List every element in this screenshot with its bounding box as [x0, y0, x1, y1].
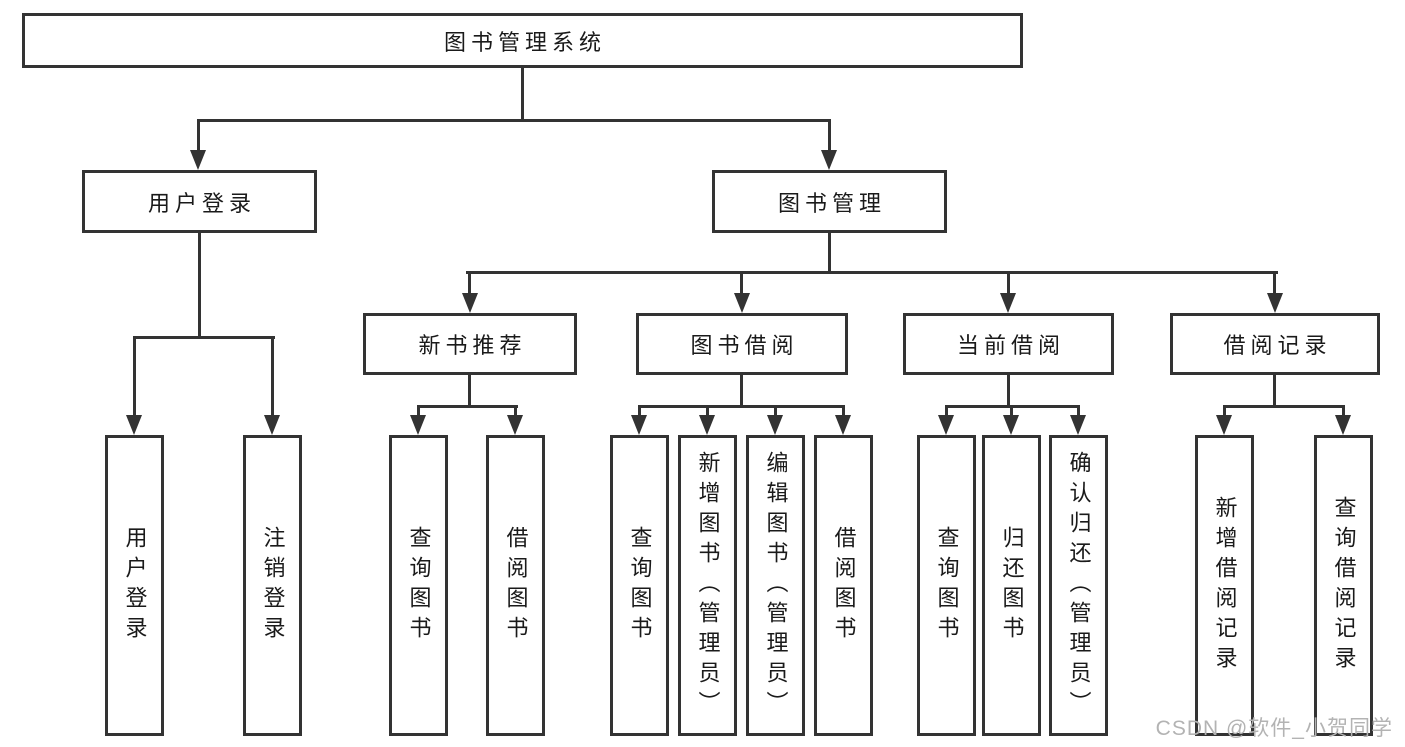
connector-line: [466, 271, 1278, 274]
connector-line: [638, 405, 845, 408]
leaf-query-books-borrow: 查询图书: [610, 435, 669, 736]
arrowhead-down: [835, 415, 851, 435]
connector-line: [828, 119, 831, 150]
connector-line: [468, 271, 471, 293]
node-user-login: 用户登录: [82, 170, 317, 233]
node-root-system: 图书管理系统: [22, 13, 1023, 68]
leaf-edit-books-admin: 编辑图书（管理员）: [746, 435, 805, 736]
node-new-book-recommend: 新书推荐: [363, 313, 577, 375]
leaf-borrow-books-recommend: 借阅图书: [486, 435, 545, 736]
connector-line: [945, 405, 948, 415]
arrowhead-down: [126, 415, 142, 435]
connector-line: [1077, 405, 1080, 415]
node-book-borrow: 图书借阅: [636, 313, 848, 375]
connector-line: [468, 375, 471, 405]
arrowhead-down: [1000, 293, 1016, 313]
connector-line: [521, 68, 524, 119]
arrowhead-down: [1216, 415, 1232, 435]
connector-line: [1007, 375, 1010, 405]
arrowhead-down: [734, 293, 750, 313]
arrowhead-down: [190, 150, 206, 170]
connector-line: [740, 271, 743, 293]
connector-line: [417, 405, 420, 415]
leaf-query-books-current: 查询图书: [917, 435, 976, 736]
arrowhead-down: [1070, 415, 1086, 435]
watermark: CSDN @软件_小贺同学: [1155, 717, 1393, 740]
connector-line: [842, 405, 845, 415]
arrowhead-down: [699, 415, 715, 435]
arrowhead-down: [631, 415, 647, 435]
connector-line: [197, 119, 831, 122]
arrowhead-down: [1267, 293, 1283, 313]
arrowhead-down: [507, 415, 523, 435]
leaf-logout: 注销登录: [243, 435, 302, 736]
arrowhead-down: [264, 415, 280, 435]
connector-line: [740, 375, 743, 405]
connector-line: [1273, 375, 1276, 405]
node-book-management: 图书管理: [712, 170, 947, 233]
leaf-query-books-recommend: 查询图书: [389, 435, 448, 736]
connector-line: [133, 336, 275, 339]
connector-line: [197, 119, 200, 150]
leaf-return-books: 归还图书: [982, 435, 1041, 736]
leaf-user-login: 用户登录: [105, 435, 164, 736]
arrowhead-down: [821, 150, 837, 170]
connector-line: [706, 405, 709, 415]
connector-line: [774, 405, 777, 415]
leaf-add-borrow-record: 新增借阅记录: [1195, 435, 1254, 736]
connector-line: [1223, 405, 1345, 408]
arrowhead-down: [1335, 415, 1351, 435]
connector-line: [198, 233, 201, 336]
connector-line: [1342, 405, 1345, 415]
leaf-confirm-return-admin: 确认归还（管理员）: [1049, 435, 1108, 736]
leaf-query-borrow-record: 查询借阅记录: [1314, 435, 1373, 736]
connector-line: [828, 233, 831, 271]
connector-line: [271, 336, 274, 415]
node-current-borrow: 当前借阅: [903, 313, 1114, 375]
connector-line: [1223, 405, 1226, 415]
connector-line: [1010, 405, 1013, 415]
arrowhead-down: [1003, 415, 1019, 435]
arrowhead-down: [938, 415, 954, 435]
connector-line: [133, 336, 136, 415]
node-borrow-records: 借阅记录: [1170, 313, 1380, 375]
arrowhead-down: [462, 293, 478, 313]
connector-line: [514, 405, 517, 415]
arrowhead-down: [410, 415, 426, 435]
connector-line: [417, 405, 518, 408]
arrowhead-down: [767, 415, 783, 435]
leaf-borrow-books: 借阅图书: [814, 435, 873, 736]
connector-line: [638, 405, 641, 415]
connector-line: [1007, 271, 1010, 293]
connector-line: [1273, 271, 1276, 293]
leaf-add-books-admin: 新增图书（管理员）: [678, 435, 737, 736]
